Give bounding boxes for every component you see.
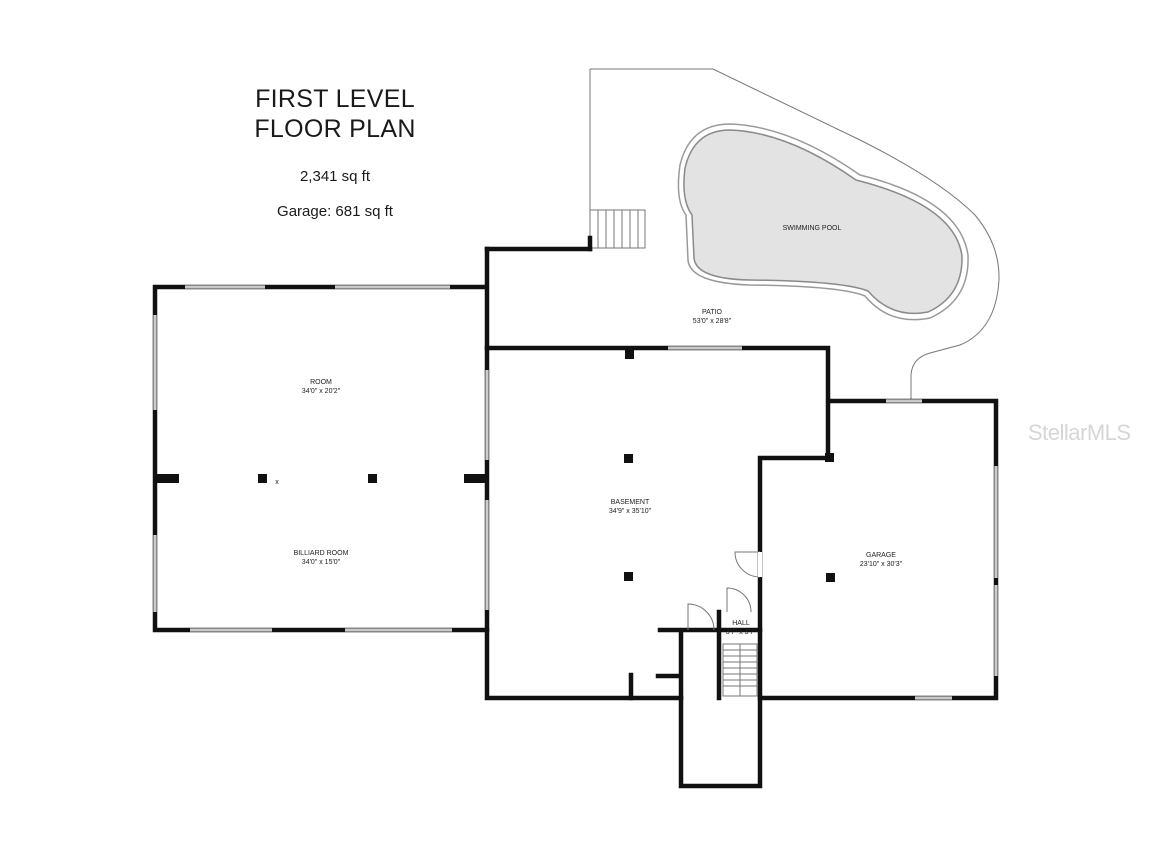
pool-coping [677, 123, 969, 321]
garage-dims: 23'10" x 30'3" [860, 561, 903, 568]
garage-area: Garage: 681 sq ft [277, 203, 393, 220]
column-basement-corner [825, 453, 834, 462]
swimming-pool [683, 129, 963, 315]
hall-label: HALL [732, 620, 750, 627]
column-basement-1 [625, 349, 634, 359]
basement-stairs [722, 643, 758, 697]
column-room-1 [258, 474, 267, 483]
column-room-2 [368, 474, 377, 483]
plan-title-line1: FIRST LEVEL [255, 85, 415, 113]
divider-stub-east [464, 474, 487, 483]
stair-partitions [628, 609, 763, 789]
billiard-room-dims: 34'0" x 15'0" [302, 559, 341, 566]
patio-stairs [589, 209, 646, 249]
watermark-logo: StellarMLS [1028, 420, 1131, 445]
patio-deck-outline [590, 68, 1000, 399]
patio-label: PATIO [702, 309, 723, 316]
divider-stub-west [155, 474, 179, 483]
column-mark: x [275, 479, 279, 486]
door-swing-2 [726, 587, 752, 613]
plan-title-line2: FLOOR PLAN [254, 115, 416, 143]
total-area: 2,341 sq ft [299, 168, 371, 185]
room-dims: 34'0" x 20'2" [302, 388, 341, 395]
patio-dims: 53'0" x 28'8" [693, 318, 732, 325]
column-basement-2 [624, 454, 633, 463]
garage-label: GARAGE [866, 552, 896, 559]
basement-dims: 34'9" x 35'10" [609, 508, 652, 515]
billiard-room-label: BILLIARD ROOM [294, 550, 349, 557]
room-label: ROOM [310, 379, 332, 386]
hall-dims: 3'7" x 3'7" [726, 629, 757, 636]
basement-label: BASEMENT [611, 499, 650, 506]
door-swing-1 [687, 603, 715, 631]
door-swing-3 [734, 551, 761, 578]
column-basement-3 [624, 572, 633, 581]
room-block-walls [152, 246, 490, 633]
plan-title-block: FIRST LEVEL FLOOR PLAN 2,341 sq ft Garag… [220, 84, 450, 220]
pool-label: SWIMMING POOL [783, 225, 842, 232]
column-garage [826, 573, 835, 582]
